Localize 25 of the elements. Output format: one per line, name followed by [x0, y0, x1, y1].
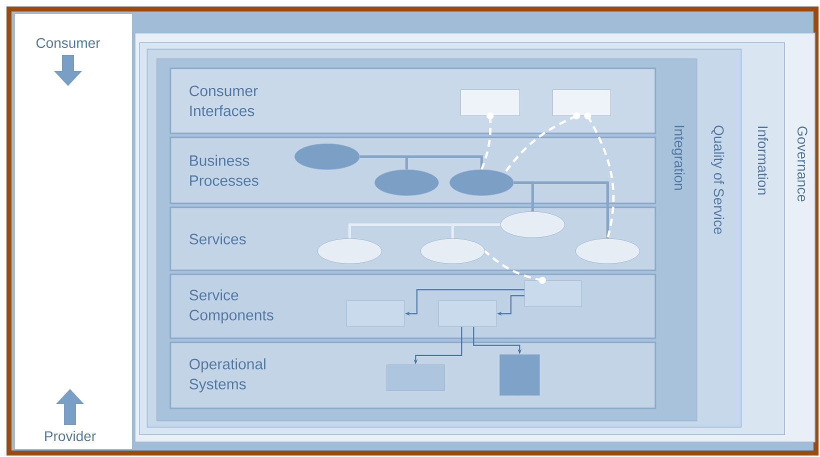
ellipse	[449, 169, 514, 196]
box	[386, 364, 445, 391]
label: Provider	[45, 430, 96, 442]
box	[460, 89, 520, 116]
box	[438, 300, 497, 327]
connector	[584, 112, 615, 239]
connector	[484, 250, 546, 284]
layer-band: Operational Systems	[170, 342, 656, 410]
box	[524, 280, 582, 307]
ellipse	[317, 238, 382, 264]
connector	[451, 223, 500, 238]
box	[552, 89, 611, 116]
database-cylinder	[499, 354, 540, 396]
connector	[504, 112, 580, 174]
connector	[480, 112, 494, 170]
connector	[514, 181, 609, 238]
box	[346, 300, 405, 327]
layer-band: Consumer Interfaces	[170, 68, 656, 134]
ellipse	[374, 169, 439, 196]
ellipse	[500, 211, 565, 238]
ellipse	[575, 238, 640, 264]
ellipse	[420, 238, 485, 264]
ellipse	[294, 143, 360, 170]
label: Consumer	[36, 38, 100, 48]
connector	[360, 155, 483, 170]
